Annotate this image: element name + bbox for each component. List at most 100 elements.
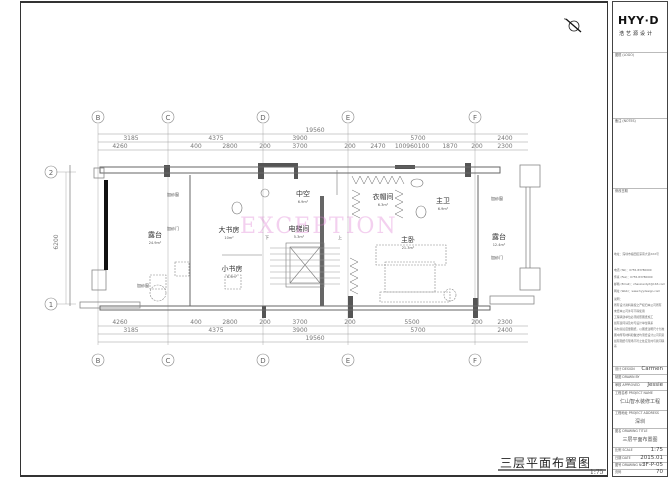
svg-text:F: F <box>473 357 477 365</box>
room-void: 中空 <box>296 189 310 198</box>
svg-text:5.3m²: 5.3m² <box>294 235 305 239</box>
svg-text:4375: 4375 <box>208 327 223 334</box>
plan-title: 三层平面布置图 <box>500 456 592 470</box>
svg-text:E: E <box>346 357 350 365</box>
tb-notes-row: 备注 (NOTES) <box>613 118 667 124</box>
svg-text:6.9m²: 6.9m² <box>298 200 309 204</box>
svg-text:3900: 3900 <box>292 135 307 142</box>
tb-note-4: 请勿直接度量图纸，以图纸注明尺寸为准 <box>614 327 665 331</box>
svg-text:下: 下 <box>265 235 269 240</box>
tb-drawing-no-value: 3F-P-05 <box>642 462 663 468</box>
tb-designer-row: 设计 DESIGN Carmen <box>613 366 667 372</box>
tb-note-2: 工程承建单位必须按照图纸施工 <box>614 315 654 319</box>
svg-text:2800: 2800 <box>222 143 237 150</box>
tb-fax: 传真 (Fax)：0755-83780000 <box>614 275 653 279</box>
tb-date-row: 日期 DATE 2015.01 <box>613 455 667 461</box>
svg-text:4375: 4375 <box>208 135 223 142</box>
company-logo: HYY·D <box>618 14 659 27</box>
svg-text:3900: 3900 <box>292 327 307 334</box>
tb-date-label: 日期 DATE <box>615 456 631 460</box>
svg-text:3185: 3185 <box>123 135 138 142</box>
svg-text:200: 200 <box>471 143 483 150</box>
tb-tel: 电话 (Tel)：0755-83780000 <box>614 268 652 272</box>
tb-note-5: 图中所有材料和做法均须经设计公司同意 <box>614 333 665 337</box>
tb-note-0: 所有设计资料版权之产权归本公司所有 <box>614 303 662 307</box>
tb-drawn-row: 制图 DRAWN BY <box>613 374 667 380</box>
svg-text:C: C <box>166 357 171 365</box>
wardrobe <box>349 175 405 295</box>
svg-text:C: C <box>166 114 171 122</box>
svg-text:3700: 3700 <box>292 143 307 150</box>
svg-text:B: B <box>96 357 101 365</box>
tb-drawing-no-row: 图号 DRAWING NO. 3F-P-05 <box>613 462 667 468</box>
svg-text:B: B <box>96 114 101 122</box>
tb-note-3: 如有疑问请及时与设计单位联系 <box>614 321 654 325</box>
svg-text:200: 200 <box>259 143 271 150</box>
svg-text:3700: 3700 <box>292 319 307 326</box>
svg-text:5700: 5700 <box>410 135 425 142</box>
tb-project-address-label: 工程地址 PROJECT ADDRESS <box>613 410 667 416</box>
svg-text:D: D <box>260 357 265 365</box>
svg-text:2: 2 <box>49 169 53 177</box>
svg-text:加纱窗: 加纱窗 <box>167 191 179 197</box>
company-logo-subtitle: 浩艺源设计 <box>619 31 655 37</box>
svg-text:2300: 2300 <box>497 143 512 150</box>
svg-text:加纱窗: 加纱窗 <box>137 282 149 288</box>
svg-text:19560: 19560 <box>305 127 324 134</box>
svg-text:E: E <box>346 114 350 122</box>
tb-email: 邮箱 (Email)：zhaoxiantyd@163.com <box>614 282 666 286</box>
svg-text:6.3m²: 6.3m² <box>378 203 389 207</box>
room-master-bedroom: 主卧 <box>401 235 415 244</box>
svg-text:21.3m²: 21.3m² <box>402 246 415 250</box>
room-small-study: 小书房 <box>222 264 243 273</box>
svg-text:24.9m²: 24.9m² <box>149 241 162 245</box>
tb-drawing-no-label: 图号 DRAWING NO. <box>615 463 645 467</box>
room-elevator: 电梯间 <box>289 224 310 233</box>
tb-drawing-title: 三层平面布置图 <box>622 437 658 443</box>
svg-text:6200: 6200 <box>53 234 60 249</box>
svg-text:5500: 5500 <box>404 319 419 326</box>
svg-text:1: 1 <box>49 301 53 309</box>
tb-designer-label: 设计 DESIGN <box>615 367 635 371</box>
tb-drawing-title-label: 图名 DRAWING TITLE <box>613 428 667 434</box>
svg-text:1870: 1870 <box>442 143 457 150</box>
room-terrace-right: 露台 <box>492 232 506 241</box>
tb-scale-value: 1:75 <box>650 447 663 453</box>
plan-title-underline <box>498 469 606 471</box>
svg-text:2400: 2400 <box>497 135 512 142</box>
tb-project-name: 仁山智水装修工程 <box>619 399 660 405</box>
tb-approved-value: Jessie <box>647 382 663 388</box>
tb-notes-title: 说明： <box>614 297 623 301</box>
tb-scale-row: 比例 SCALE 1:75 <box>613 447 667 453</box>
tb-page-label: 页码 <box>615 470 622 474</box>
svg-text:4260: 4260 <box>112 319 127 326</box>
north-arrow-icon: N <box>564 17 582 33</box>
title-block-frame <box>612 1 668 477</box>
tb-note-1: 未经本公司许可不得使用 <box>614 309 645 313</box>
tb-page-value: 70 <box>656 469 663 475</box>
svg-text:上: 上 <box>338 234 342 240</box>
plan-scale: 1:75 <box>590 469 604 476</box>
svg-text:200: 200 <box>344 319 356 326</box>
tb-note-6: 如有图纸与现场不符之处应及时与我司联系 <box>614 339 665 349</box>
svg-text:D: D <box>260 114 265 122</box>
furniture <box>149 244 457 303</box>
svg-text:100960100: 100960100 <box>395 143 430 150</box>
svg-text:2400: 2400 <box>497 327 512 334</box>
svg-text:加纱门: 加纱门 <box>491 254 503 260</box>
svg-text:400: 400 <box>190 143 202 150</box>
tb-web: 网址 (Web)：www.hyydesign.com <box>614 289 661 293</box>
watermark: EXCEPTION <box>240 214 398 239</box>
tb-drawn-label: 制图 DRAWN BY <box>615 375 640 379</box>
svg-text:400: 400 <box>190 319 202 326</box>
svg-text:4260: 4260 <box>112 143 127 150</box>
tb-page-row: 页码 70 <box>613 469 667 475</box>
room-large-study: 大书房 <box>219 225 240 234</box>
svg-text:3185: 3185 <box>123 327 138 334</box>
tb-approved-row: 审核 APPROVED Jessie <box>613 382 667 388</box>
svg-text:加纱窗: 加纱窗 <box>491 195 503 201</box>
glass-wall <box>104 180 108 270</box>
svg-text:加纱门: 加纱门 <box>167 225 179 231</box>
